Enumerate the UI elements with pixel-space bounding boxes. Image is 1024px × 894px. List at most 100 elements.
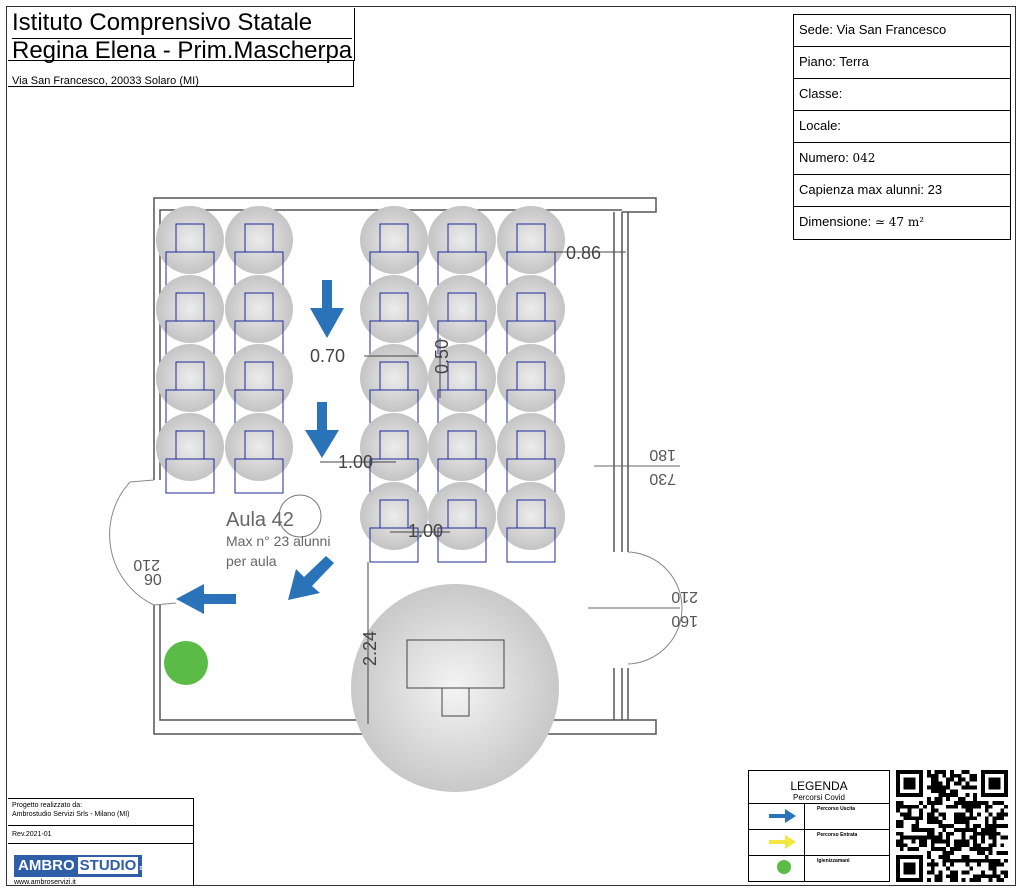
project-box: Progetto realizzato da: Ambrostudio Serv… [8,798,194,886]
qr-module [973,831,978,836]
qr-module [957,773,962,778]
qr-module [977,812,981,817]
info-capienza: Capienza max alunni: 23 [794,175,1010,207]
qr-module [915,827,920,832]
student-desk [225,206,293,287]
qr-module [950,804,954,809]
qr-module [957,839,962,844]
qr-module [977,804,981,809]
qr-module [950,862,954,867]
qr-module [950,874,954,879]
qr-module [942,858,947,863]
qr-module [926,785,931,790]
qr-module [953,800,958,805]
qr-module [946,831,951,836]
qr-module [961,797,966,801]
qr-module [965,820,970,825]
qr-module [926,800,931,805]
student-desk [156,206,224,287]
distance-circle [156,413,224,481]
qr-module [957,797,962,801]
qr-module [977,824,981,828]
qr-module [938,781,943,786]
qr-module [946,835,951,840]
qr-module [942,773,947,778]
qr-module [973,777,978,782]
qr-module [992,858,997,863]
qr-module [973,824,978,828]
qr-module [953,843,958,848]
student-desk [225,275,293,356]
qr-module [961,831,966,836]
sanitizer-dot-icon [164,641,208,685]
qr-module [984,816,989,821]
qr-module [953,827,958,832]
qr-module [938,800,943,805]
divider [8,843,194,844]
desk [506,527,556,563]
qr-module [934,770,939,774]
qr-module [942,862,947,867]
qr-module [980,831,985,836]
distance-circle [497,275,565,343]
qr-module [965,781,970,786]
qr-module [903,816,908,821]
qr-module [896,800,900,805]
qr-module [946,854,951,859]
divider [749,803,889,804]
qr-module [977,851,981,855]
distance-circle [360,413,428,481]
qr-module [934,835,939,840]
school-name: Istituto Comprensivo Statale [12,10,352,39]
student-desks [156,206,565,563]
dim-224: 2.24 [360,631,380,666]
qr-module [973,816,978,821]
qr-module [984,874,989,879]
revision: Rev.2021-01 [12,831,52,838]
qr-module [992,839,997,844]
distance-circle [225,206,293,274]
qr-module [1000,812,1005,817]
qr-module [942,789,947,794]
student-desk [428,413,496,494]
info-piano: Piano: Terra [794,47,1010,79]
student-desk [428,275,496,356]
qr-module [899,812,904,817]
qr-module [996,816,1001,821]
qr-module [926,878,931,882]
drawing-frame [6,6,1016,886]
qr-module [938,812,943,817]
qr-module [930,820,935,825]
window-height: 180 [649,446,676,463]
qr-module [911,827,916,832]
qr-module [930,808,935,813]
qr-module [996,831,1001,836]
qr-module [950,777,954,782]
distance-circle [225,344,293,412]
qr-module [926,827,931,832]
qr-module [1000,851,1005,855]
qr-module [977,874,981,879]
qr-module [942,824,947,828]
qr-module [942,770,947,774]
qr-module [942,816,947,821]
qr-module [934,781,939,786]
divider [749,829,889,830]
qr-module [926,797,931,801]
qr-module [988,874,993,879]
numero-label: Numero: [799,150,853,165]
qr-module [899,839,904,844]
qr-module [969,835,974,840]
qr-module [930,781,935,786]
qr-module [911,847,916,852]
distance-circle [497,206,565,274]
qr-module [950,851,954,855]
qr-module [907,804,912,809]
qr-module [919,808,924,813]
qr-module [899,804,904,809]
qr-module [961,835,966,840]
qr-module [946,824,951,828]
qr-module [1000,843,1005,848]
qr-module [896,839,900,844]
qr-module [992,824,997,828]
